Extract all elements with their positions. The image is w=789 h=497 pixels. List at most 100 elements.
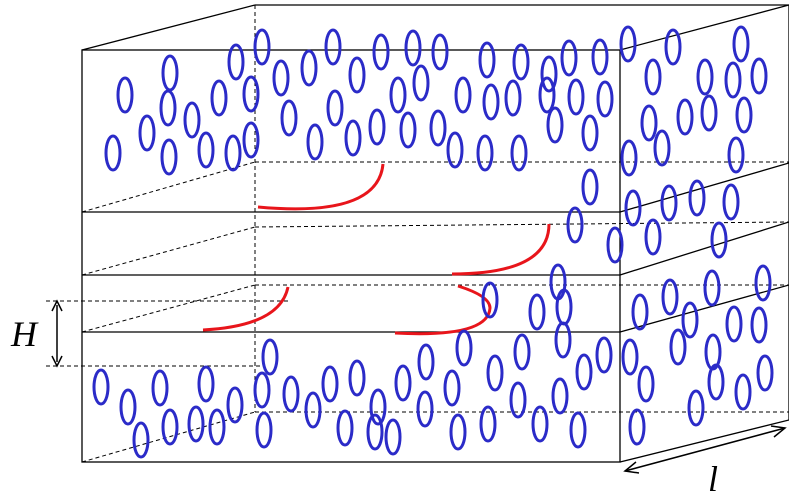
particle-ellipse	[754, 264, 772, 302]
box-outline	[81, 4, 789, 463]
height-arrow-up-head	[51, 299, 63, 312]
plane-3-left	[81, 284, 256, 333]
particle-ellipse	[640, 104, 658, 142]
particle-ellipse	[326, 89, 344, 127]
particle-ellipse	[676, 98, 694, 136]
particle-ellipse	[644, 218, 662, 256]
particle-ellipse	[482, 83, 500, 121]
particle-ellipse	[528, 293, 546, 331]
particle-ellipse	[724, 61, 742, 99]
particle-ellipse	[476, 134, 494, 172]
particle-ellipse	[187, 405, 205, 443]
particle-ellipse	[688, 179, 706, 217]
plane-2-left	[81, 226, 256, 276]
particle-ellipse	[416, 390, 434, 428]
length-arrow-right-head	[770, 425, 787, 438]
bottom-right-edge	[619, 419, 789, 463]
length-arrow-line	[624, 427, 786, 472]
particle-ellipse	[368, 108, 386, 146]
particle-ellipse	[449, 413, 467, 451]
particle-ellipse	[619, 25, 637, 63]
particle-ellipse	[687, 389, 705, 427]
particle-ellipse	[734, 373, 752, 411]
particle-ellipse	[132, 421, 150, 459]
top-left-edge	[81, 4, 256, 51]
particle-ellipse	[119, 388, 137, 426]
particle-ellipse	[394, 364, 412, 402]
particle-ellipse	[620, 139, 638, 177]
particle-ellipse	[161, 54, 179, 92]
height-arrow-down-head	[51, 355, 63, 368]
particle-ellipse	[304, 391, 322, 429]
layer-planes-hidden	[81, 161, 789, 333]
length-arrow-left-head	[623, 461, 640, 474]
particle-ellipse	[404, 29, 422, 67]
particle-ellipse	[624, 189, 642, 227]
particle-ellipse	[372, 33, 390, 71]
particle-ellipse	[735, 96, 753, 134]
particle-ellipse	[628, 408, 646, 446]
length-dimension	[623, 425, 787, 474]
particle-ellipse	[336, 409, 354, 447]
particle-ellipse	[637, 365, 655, 403]
particle-ellipse	[554, 321, 572, 359]
particle-ellipse	[197, 131, 215, 169]
particle-ellipse	[300, 49, 318, 87]
particle-ellipse	[151, 369, 169, 407]
particle-ellipse	[210, 79, 228, 117]
particle-ellipse	[707, 363, 725, 401]
red-curve-1	[257, 163, 385, 211]
plane-1-right	[619, 162, 789, 213]
particle-ellipse	[242, 75, 260, 113]
particle-ellipse	[306, 123, 324, 161]
top-right-edge	[619, 4, 789, 51]
red-curve-2	[451, 223, 551, 276]
particle-ellipse	[160, 138, 178, 176]
particle-ellipse	[595, 336, 613, 374]
particle-ellipse	[389, 76, 407, 114]
particle-ellipse	[159, 89, 177, 127]
particle-ellipse	[369, 388, 387, 426]
plane-2-right	[619, 221, 789, 276]
length-label: l	[708, 459, 718, 497]
particle-ellipse	[513, 333, 531, 371]
particle-ellipse	[581, 168, 599, 206]
particle-ellipse	[596, 80, 614, 118]
front-face	[81, 49, 621, 463]
particle-ellipse	[750, 57, 768, 95]
particle-ellipse	[560, 39, 578, 77]
particle-ellipse	[324, 28, 342, 66]
red-curves	[202, 163, 551, 336]
particle-ellipse	[510, 134, 528, 172]
particle-ellipse	[750, 306, 768, 344]
particle-ellipse	[591, 38, 609, 76]
particle-ellipse	[399, 111, 417, 149]
particle-ellipse	[417, 343, 435, 381]
particle-ellipse	[138, 114, 156, 152]
particle-ellipse	[512, 43, 530, 81]
particle-ellipse	[348, 359, 366, 397]
layer-planes	[82, 162, 789, 333]
height-dimension	[46, 299, 290, 368]
particle-ellipse	[481, 281, 499, 319]
particle-ellipse	[242, 121, 260, 159]
particle-ellipse	[282, 375, 300, 413]
particle-ellipse	[479, 405, 497, 443]
particle-ellipse	[531, 405, 549, 443]
particle-ellipse	[348, 56, 366, 94]
particle-ellipse	[644, 58, 662, 96]
red-curve-4	[394, 284, 492, 336]
particle-ellipse	[454, 76, 472, 114]
particle-ellipse	[224, 134, 242, 172]
particle-ellipse	[344, 119, 362, 157]
particle-ellipse	[710, 221, 728, 259]
particle-ellipse	[653, 129, 671, 167]
plane-3-right	[619, 284, 789, 333]
particle-ellipse	[681, 301, 699, 339]
particle-ellipse	[696, 58, 714, 96]
particle-ellipse	[104, 134, 122, 172]
particle-ellipse	[732, 25, 750, 63]
height-label: H	[10, 314, 39, 354]
particle-ellipse	[321, 365, 339, 403]
